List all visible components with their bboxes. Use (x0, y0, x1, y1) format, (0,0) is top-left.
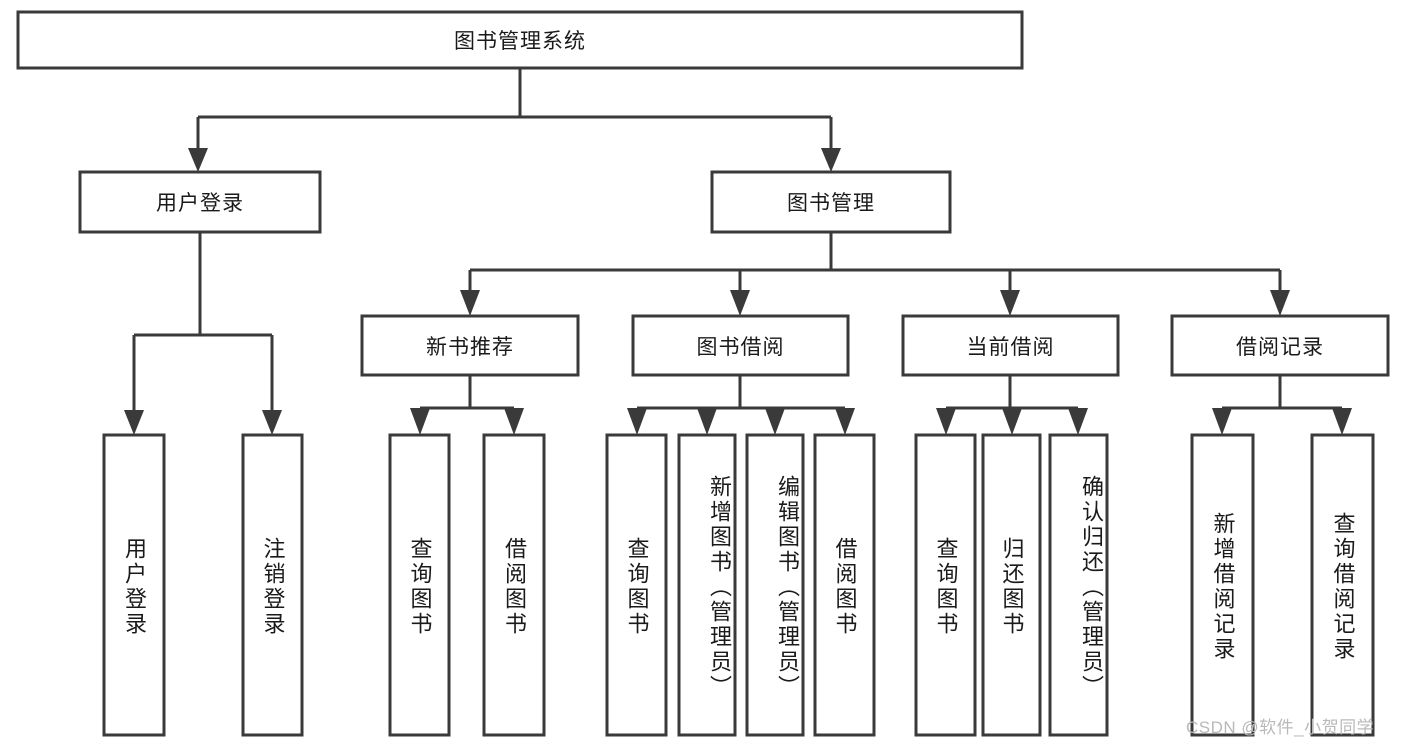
connector-user-login-to-leaves (124, 232, 282, 435)
arrow-to-leaf-query-book-1 (410, 408, 430, 435)
node-box-borrow-record[interactable] (1170, 314, 1390, 377)
arrow-to-leaf-user-login (124, 410, 144, 435)
arrow-to-current-borrow (1000, 290, 1020, 316)
arrow-to-leaf-query-book-3 (936, 408, 956, 435)
node-box-leaf-add-book[interactable] (677, 433, 737, 737)
node-box-current-borrow[interactable] (901, 314, 1120, 377)
arrow-to-leaf-return-book (1002, 408, 1022, 435)
node-box-leaf-add-record[interactable] (1190, 433, 1255, 737)
node-box-book-borrow[interactable] (631, 314, 850, 377)
connector-new-book-recommend-to-leaves (410, 375, 524, 435)
connector-book-manage-to-level2 (460, 232, 1290, 316)
node-box-leaf-query-book-1[interactable] (388, 433, 451, 737)
connector-current-borrow-to-leaves (936, 375, 1088, 435)
node-box-leaf-query-book-3[interactable] (914, 433, 977, 737)
connector-borrow-record-to-leaves (1212, 375, 1352, 435)
csdn-watermark: CSDN @软件_小贺同学 (1186, 718, 1375, 737)
node-box-leaf-borrow-book-2[interactable] (813, 433, 876, 737)
arrow-to-leaf-add-record (1212, 408, 1232, 435)
arrow-to-leaf-borrow-book-1 (504, 408, 524, 435)
node-box-leaf-query-book-2[interactable] (605, 433, 668, 737)
arrow-to-leaf-add-book (697, 408, 717, 435)
node-box-user-login[interactable] (78, 170, 322, 234)
arrow-to-book-manage (821, 148, 841, 172)
node-box-new-book-recommend[interactable] (360, 314, 580, 377)
arrow-to-user-login (188, 148, 208, 172)
node-box-root[interactable] (16, 10, 1024, 70)
node-box-leaf-query-record[interactable] (1310, 433, 1375, 737)
arrow-to-leaf-edit-book (765, 408, 785, 435)
connector-book-borrow-to-leaves (627, 375, 855, 435)
node-box-leaf-confirm-return[interactable] (1048, 433, 1109, 737)
node-box-leaf-return-book[interactable] (981, 433, 1042, 737)
arrow-to-leaf-query-book-2 (627, 408, 647, 435)
arrow-to-leaf-confirm-return (1068, 408, 1088, 435)
node-box-leaf-user-login[interactable] (102, 433, 166, 737)
arrow-to-leaf-query-record (1332, 408, 1352, 435)
arrow-to-leaf-user-logout (262, 410, 282, 435)
arrow-to-book-borrow (730, 290, 750, 316)
arrow-to-borrow-record (1270, 290, 1290, 316)
node-box-leaf-edit-book[interactable] (745, 433, 805, 737)
connector-root-to-level1 (188, 68, 841, 172)
node-box-leaf-user-logout[interactable] (241, 433, 304, 737)
node-box-book-manage[interactable] (710, 170, 952, 234)
arrow-to-leaf-borrow-book-2 (835, 408, 855, 435)
node-box-leaf-borrow-book-1[interactable] (482, 433, 546, 737)
arrow-to-new-book-recommend (460, 290, 480, 316)
